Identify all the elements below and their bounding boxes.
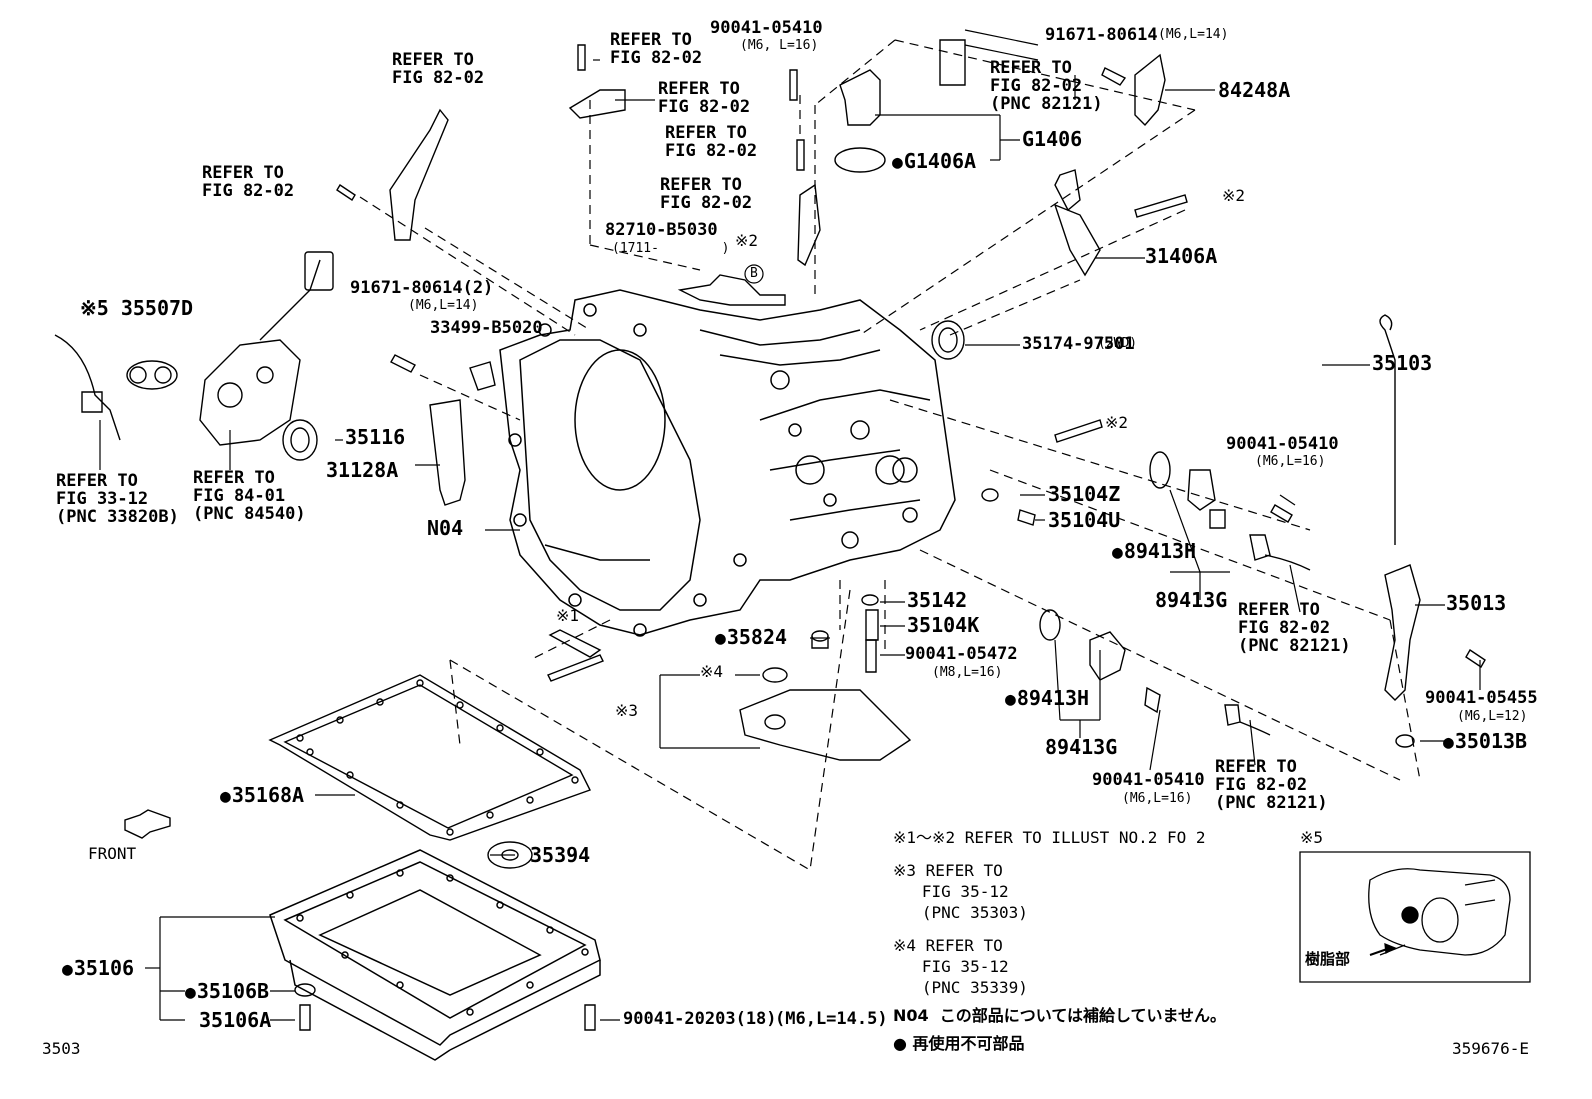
inset-resin-label: 樹脂部 — [1305, 950, 1351, 968]
note-4-marker: ※4 — [700, 662, 724, 681]
part-35103: 35103 — [1372, 351, 1433, 375]
leader-lines — [100, 30, 1480, 1020]
neutral-switch — [55, 252, 333, 445]
part-35174-97501: 35174-97501 — [1022, 334, 1135, 354]
part-90041-20203-spec: (M6,L=14.5) — [775, 1009, 888, 1029]
refer-fig8202-pnc-bot: REFER TO FIG 82-02 (PNC 82121) — [1215, 757, 1328, 813]
inset-title: ※5 — [1300, 828, 1324, 847]
part-90041-05410-bot-spec: (M6,L=16) — [1122, 791, 1193, 806]
part-91671-80614-2: 91671-80614(2) — [350, 278, 494, 298]
note-1: ※1 — [556, 606, 580, 625]
part-g1406: G1406 — [1022, 127, 1083, 151]
part-35104z: 35104Z — [1048, 482, 1121, 506]
inset-resin-dot — [1402, 907, 1418, 923]
part-90041-05410-top: 90041-05410 — [710, 18, 823, 38]
part-33499-b5020: 33499-B5020 — [430, 318, 543, 338]
note-3-marker: ※3 — [615, 701, 639, 720]
part-82710-b5030: 82710-B5030 — [605, 220, 718, 240]
part-35174-spec: (2WD) — [1098, 336, 1138, 351]
refer-fig8202-e: REFER TO FIG 82-02 — [665, 123, 758, 161]
part-91671-80614-2-spec: (M6,L=14) — [408, 298, 479, 313]
part-90041-05472-spec: (M8,L=16) — [932, 665, 1003, 680]
part-35106a: 35106A — [199, 1008, 272, 1032]
footer-right: 359676-E — [1452, 1039, 1530, 1058]
part-90041-05410-right-spec: (M6,L=16) — [1255, 454, 1326, 469]
refer-fig8202-f: REFER TO FIG 82-02 — [660, 175, 753, 213]
part-31128a: 31128A — [326, 458, 399, 482]
part-82710-spec: (1711- ) — [612, 241, 730, 256]
footer-left: 3503 — [42, 1039, 81, 1058]
circle-b-label: B — [750, 266, 758, 281]
part-90041-20203: 90041-20203(18) — [623, 1009, 777, 1029]
refer-fig8202-pnc-mid: REFER TO FIG 82-02 (PNC 82121) — [1238, 600, 1351, 656]
note-2-b: ※2 — [735, 231, 759, 250]
note-2-mid: ※2 — [1105, 413, 1129, 432]
note-3: ※3 REFER TO FIG 35-12 (PNC 35303) — [893, 861, 1028, 923]
part-90041-05410-right: 90041-05410 — [1226, 434, 1339, 454]
brackets-sensors — [390, 40, 1420, 760]
refer-fig8202-b: REFER TO FIG 82-02 — [202, 163, 295, 201]
circle-b-marker — [745, 265, 763, 283]
part-35013b: 35013B — [1443, 731, 1527, 753]
refer-fig8202-d: REFER TO FIG 82-02 — [658, 79, 751, 117]
oil-pan — [270, 850, 600, 1060]
refer-fig8202-pnc-top: REFER TO FIG 82-02 (PNC 82121) — [990, 58, 1103, 114]
part-35106: 35106 — [62, 958, 134, 980]
part-35116: 35116 — [345, 425, 406, 449]
part-89413h-bot: 89413H — [1005, 688, 1089, 710]
note-dot: ● 再使用不可部品 — [893, 1034, 1025, 1053]
transmission-case — [500, 290, 955, 636]
part-90041-05472: 90041-05472 — [905, 644, 1018, 664]
note-4: ※4 REFER TO FIG 35-12 (PNC 35339) — [893, 936, 1028, 998]
part-35106b: 35106B — [185, 981, 269, 1003]
inset-box — [1300, 852, 1530, 982]
part-35142: 35142 — [907, 588, 968, 612]
small-parts — [283, 45, 1485, 1030]
front-arrow-icon — [125, 810, 170, 838]
part-35507d: ※5 35507D — [80, 296, 194, 320]
part-35104u: 35104U — [1048, 508, 1121, 532]
part-35104k: 35104K — [907, 613, 980, 637]
part-91671-80614-top: 91671-80614 — [1045, 25, 1158, 45]
part-35013: 35013 — [1446, 591, 1507, 615]
refer-fig8202-a: REFER TO FIG 82-02 — [392, 50, 485, 88]
note-1-2: ※1～※2 REFER TO ILLUST NO.2 FO 2 — [893, 828, 1206, 847]
refer-fig8401: REFER TO FIG 84-01 (PNC 84540) — [193, 468, 306, 524]
part-90041-05410-bot: 90041-05410 — [1092, 770, 1205, 790]
part-g1406a: G1406A — [892, 151, 976, 173]
part-89413g-bot: 89413G — [1045, 735, 1118, 759]
part-89413g-top: 89413G — [1155, 588, 1228, 612]
refer-fig3312: REFER TO FIG 33-12 (PNC 33820B) — [56, 471, 179, 527]
part-90041-05455: 90041-05455 — [1425, 688, 1538, 708]
part-31406a: 31406A — [1145, 244, 1218, 268]
front-label: FRONT — [88, 844, 137, 863]
part-91671-80614-top-spec: (M6,L=14) — [1158, 27, 1229, 42]
part-n04: N04 — [427, 516, 464, 540]
part-35824: 35824 — [715, 627, 787, 649]
refer-fig8202-c: REFER TO FIG 82-02 — [610, 30, 703, 68]
part-35394: 35394 — [530, 843, 591, 867]
part-90041-05410-top-spec: (M6, L=16) — [740, 38, 819, 53]
note-n04: N04 この部品については補給していません。 — [893, 1006, 1227, 1025]
part-84248a: 84248A — [1218, 78, 1291, 102]
oil-pan-gasket — [270, 675, 590, 840]
note-2-top: ※2 — [1222, 186, 1246, 205]
part-35168a: 35168A — [220, 785, 304, 807]
part-90041-05455-spec: (M6,L=12) — [1457, 709, 1528, 724]
part-89413h-top: 89413H — [1112, 541, 1196, 563]
